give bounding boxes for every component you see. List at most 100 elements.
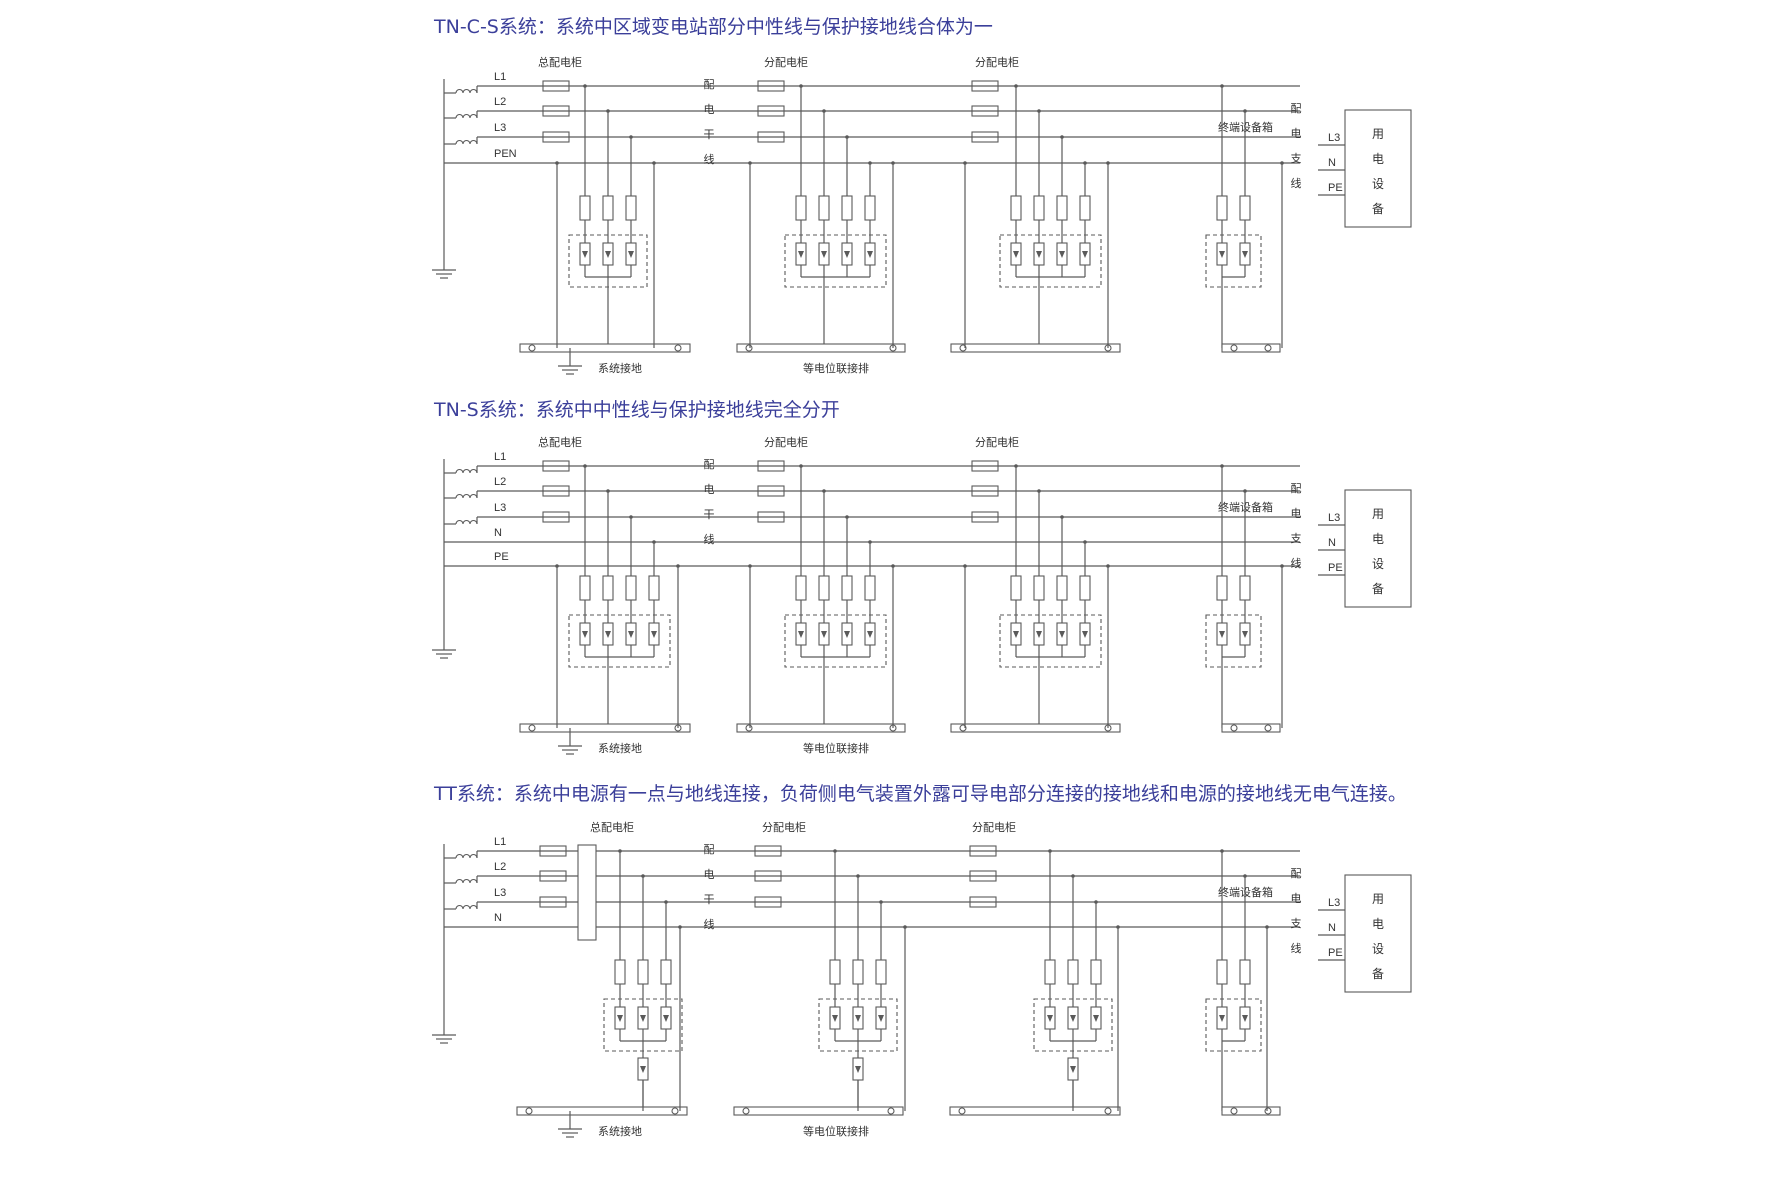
- terminal-node: [525, 1107, 533, 1115]
- equipotential-bar: [733, 1106, 904, 1116]
- junction-dot: [903, 925, 907, 929]
- arrow-down-icon: [1219, 631, 1225, 638]
- spd-enclosure: [568, 614, 671, 668]
- fuse-icon: [1216, 195, 1228, 221]
- line-label: L3: [494, 122, 506, 134]
- equipment-box: [1344, 109, 1412, 228]
- arrow-down-icon: [1219, 1015, 1225, 1022]
- branch-label: 线: [1291, 941, 1302, 955]
- terminal-node: [674, 344, 682, 352]
- arrow-down-icon: [640, 1015, 646, 1022]
- fuse-icon: [648, 575, 660, 601]
- transformer-coil-icon: [455, 904, 478, 910]
- fuse-icon: [625, 195, 637, 221]
- distribution-cabinet-label: 分配电柜: [764, 436, 808, 449]
- transformer-coil-icon: [455, 878, 478, 884]
- junction-dot: [1106, 161, 1110, 165]
- arrow-down-icon: [798, 631, 804, 638]
- distribution-cabinet-label: 分配电柜: [764, 56, 808, 69]
- arrow-down-icon: [1219, 251, 1225, 258]
- fuse-icon: [1239, 959, 1251, 985]
- fuse-icon: [841, 575, 853, 601]
- transformer-coil-icon: [455, 493, 478, 499]
- fuse-icon: [1216, 575, 1228, 601]
- line-label: L1: [494, 451, 506, 463]
- branch-label: 支: [1291, 152, 1302, 165]
- branch-label: 线: [1291, 556, 1302, 570]
- branch-label: 支: [1291, 917, 1302, 930]
- tn-c-s-diagram: L1L2L3PEN配电干线配电支线总配电柜分配电柜分配电柜终端设备箱用电设备L3…: [432, 55, 1412, 375]
- spd-enclosure: [1205, 998, 1262, 1052]
- trunk-label: 配: [704, 78, 715, 91]
- transformer-coil-icon: [455, 139, 478, 145]
- equipotential-bar: [949, 1106, 1121, 1116]
- line-label: L1: [494, 836, 506, 848]
- arrow-down-icon: [844, 631, 850, 638]
- equipment-terminal-label: PE: [1328, 562, 1343, 574]
- system-ground-label: 系统接地: [598, 362, 642, 375]
- line-label: N: [494, 912, 502, 924]
- equipment-label: 设: [1372, 942, 1384, 956]
- equipotential-bar-label: 等电位联接排: [803, 1124, 869, 1138]
- arrow-down-icon: [844, 251, 850, 258]
- main-cabinet-label: 总配电柜: [590, 820, 634, 834]
- terminal-node: [887, 1107, 895, 1115]
- arrow-down-icon: [605, 631, 611, 638]
- main-cabinet-label: 总配电柜: [538, 435, 582, 449]
- terminal-node: [528, 344, 536, 352]
- trunk-label: 干: [704, 508, 715, 521]
- equipment-label: 用: [1372, 507, 1384, 521]
- arrow-down-icon: [628, 251, 634, 258]
- line-label: N: [494, 527, 502, 539]
- line-label: L3: [494, 887, 506, 899]
- terminal-node: [745, 344, 753, 352]
- arrow-down-icon: [832, 1015, 838, 1022]
- arrow-down-icon: [821, 631, 827, 638]
- fuse-icon: [841, 195, 853, 221]
- line-label: L2: [494, 861, 506, 873]
- equipotential-bar: [516, 1106, 688, 1116]
- junction-dot: [1116, 925, 1120, 929]
- transformer-coil-icon: [455, 88, 478, 94]
- fuse-icon: [829, 959, 841, 985]
- terminal-node: [1264, 1107, 1272, 1115]
- equipment-label: 电: [1372, 532, 1384, 546]
- branch-label: 电: [1291, 127, 1302, 140]
- fuse-icon: [1033, 195, 1045, 221]
- junction-dot: [1280, 564, 1284, 568]
- fuse-icon: [1090, 959, 1102, 985]
- arrow-down-icon: [867, 251, 873, 258]
- arrow-down-icon: [651, 631, 657, 638]
- terminal-node: [1104, 1107, 1112, 1115]
- fuse-icon: [1056, 575, 1068, 601]
- junction-dot: [748, 161, 752, 165]
- distribution-cabinet-label: 分配电柜: [972, 821, 1016, 834]
- fuse-icon: [1239, 195, 1251, 221]
- fuse-icon: [1216, 959, 1228, 985]
- equipotential-bar: [950, 723, 1121, 733]
- arrow-down-icon: [878, 1015, 884, 1022]
- equipment-box: [1344, 489, 1412, 608]
- arrow-down-icon: [640, 1066, 646, 1073]
- junction-dot: [678, 925, 682, 929]
- equipotential-bar: [519, 723, 691, 733]
- terminal-node: [1230, 344, 1238, 352]
- junction-dot: [891, 564, 895, 568]
- diagram-title-tn-c-s: TN-C-S系统：系统中区域变电站部分中性线与保护接地线合体为一: [434, 16, 993, 38]
- branch-label: 配: [1291, 102, 1302, 115]
- junction-dot: [963, 564, 967, 568]
- arrow-down-icon: [1059, 251, 1065, 258]
- equipotential-bar: [1221, 1106, 1281, 1116]
- arrow-down-icon: [628, 631, 634, 638]
- diagram-title-tt: TT系统：系统中电源有一点与地线连接，负荷侧电气装置外露可导电部分连接的接地线和…: [434, 783, 1407, 805]
- fuse-icon: [1010, 575, 1022, 601]
- equipment-box: [1344, 874, 1412, 993]
- spd-enclosure: [1205, 234, 1262, 288]
- trunk-label: 线: [704, 532, 715, 546]
- fuse-icon: [795, 575, 807, 601]
- arrow-down-icon: [1082, 251, 1088, 258]
- transformer-coil-icon: [455, 113, 478, 119]
- tt-diagram: L1L2L3N配电干线配电支线总配电柜分配电柜分配电柜终端设备箱用电设备L3NP…: [432, 820, 1412, 1138]
- arrow-down-icon: [855, 1066, 861, 1073]
